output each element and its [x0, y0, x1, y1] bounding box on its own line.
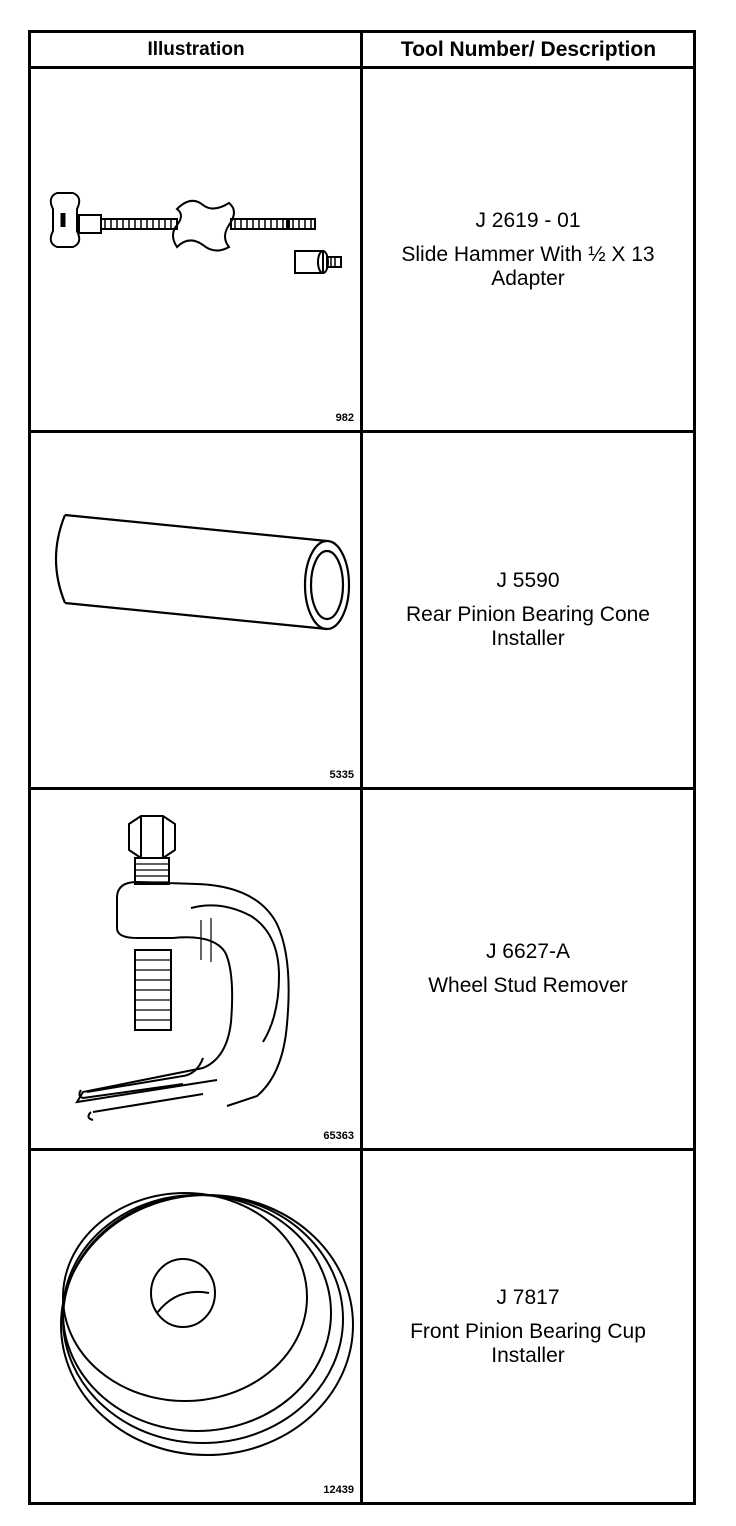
- figure-number: 5335: [329, 769, 354, 781]
- tool-number: J 7817: [496, 1285, 560, 1309]
- tool-description: Slide Hammer With ½ X 13 Adapter: [401, 242, 655, 290]
- tool-description-cell: J 2619 - 01 Slide Hammer With ½ X 13 Ada…: [363, 69, 693, 430]
- tool-description: Wheel Stud Remover: [428, 974, 628, 997]
- tool-description-cell: J 5590 Rear Pinion Bearing Cone Installe…: [363, 433, 693, 787]
- tool-number: J 2619 - 01: [475, 208, 581, 232]
- tool-description: Front Pinion Bearing Cup Installer: [410, 1319, 646, 1367]
- figure-number: 65363: [323, 1130, 354, 1142]
- bearing-cup-installer-icon: [60, 1192, 354, 1456]
- figure-number: 982: [335, 412, 354, 424]
- header-illustration: Illustration: [147, 39, 245, 60]
- tool-table: Illustration Tool Number/ Description: [28, 30, 696, 1505]
- figure-number: 12439: [323, 1484, 354, 1496]
- table-row: 982 J 2619 - 01 Slide Hammer With ½ X 13…: [31, 69, 693, 433]
- tool-description: Rear Pinion Bearing Cone Installer: [406, 603, 650, 650]
- illustration-cell: 12439: [31, 1151, 360, 1502]
- bearing-cone-installer-icon: [54, 513, 351, 631]
- tool-number: J 5590: [496, 569, 560, 592]
- table-row: 5335 J 5590 Rear Pinion Bearing Cone Ins…: [31, 433, 693, 790]
- table-row: 12439 J 7817 Front Pinion Bearing Cup In…: [31, 1151, 693, 1502]
- column-divider: [360, 33, 363, 1502]
- slide-hammer-icon: [49, 192, 342, 274]
- tool-number: J 6627-A: [485, 940, 571, 963]
- table-row: 65363 J 6627-A Wheel Stud Remover: [31, 790, 693, 1151]
- illustration-cell: 65363: [31, 790, 360, 1148]
- illustration-cell: 5335: [31, 433, 360, 787]
- tool-description-cell: J 6627-A Wheel Stud Remover: [363, 790, 693, 1148]
- wheel-stud-remover-icon: [75, 815, 290, 1121]
- header-tool-description: Tool Number/ Description: [400, 38, 657, 61]
- tool-description-cell: J 7817 Front Pinion Bearing Cup Installe…: [363, 1151, 693, 1502]
- illustration-cell: 982: [31, 69, 360, 430]
